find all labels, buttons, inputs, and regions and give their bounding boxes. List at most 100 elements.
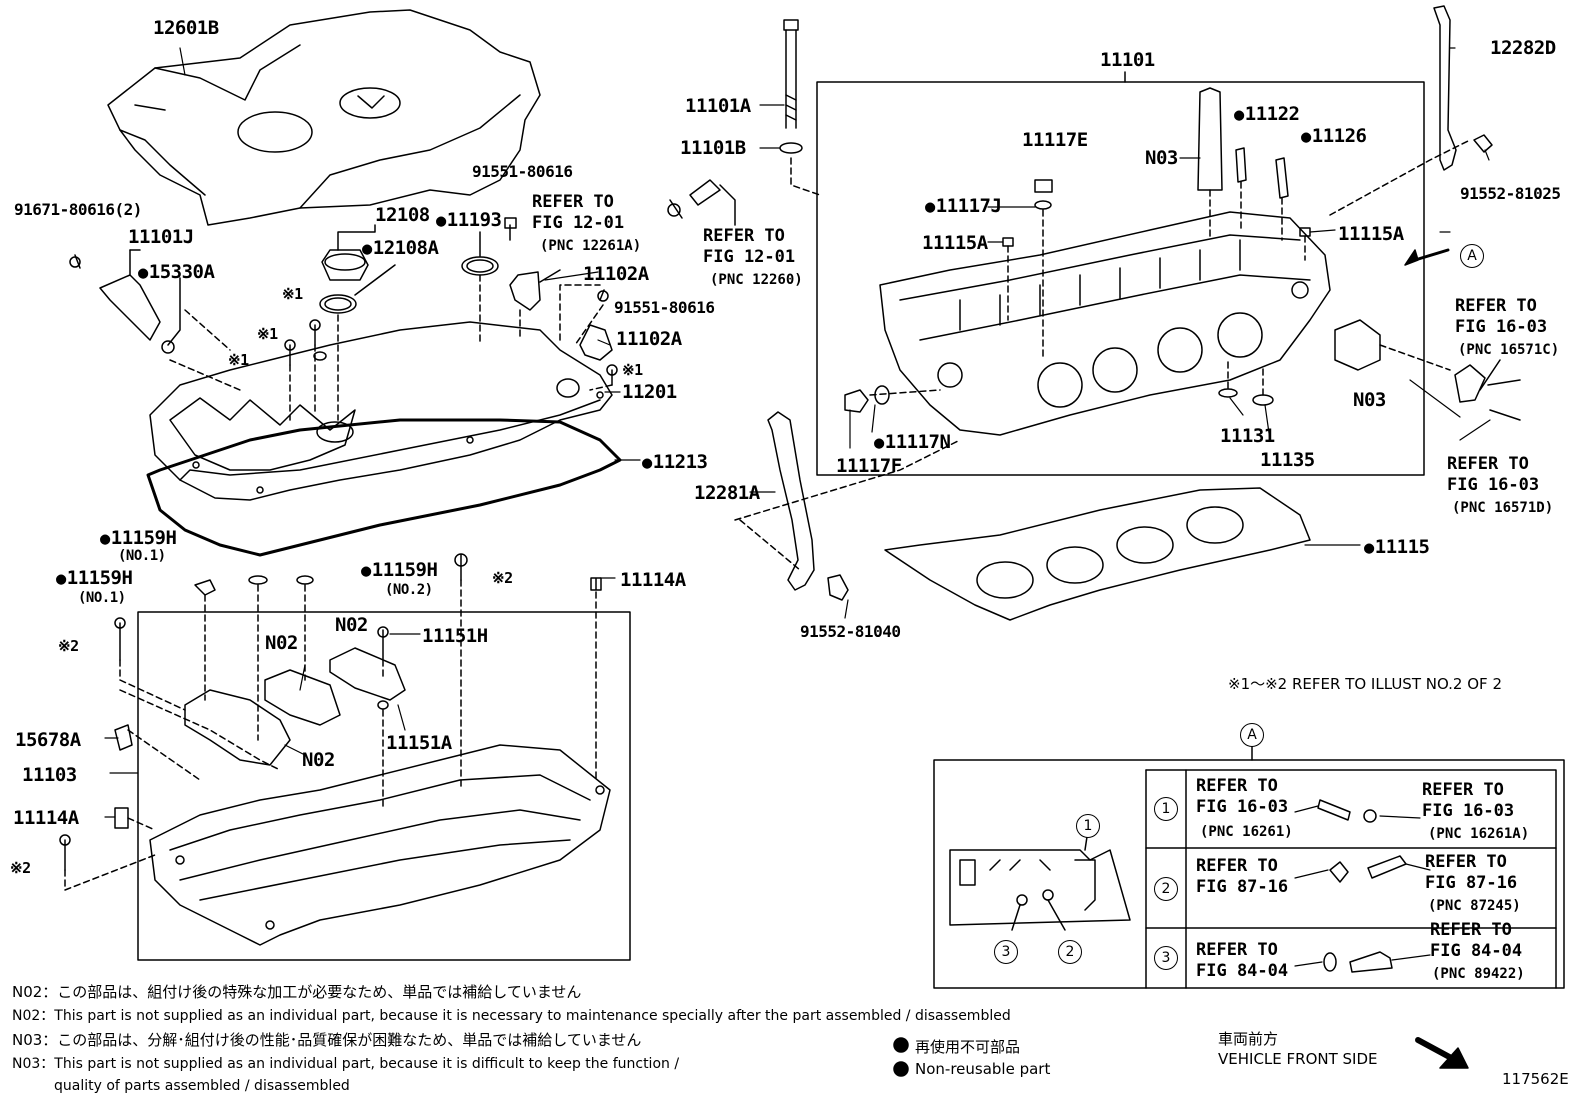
label-n02-3: N02 [302,749,335,771]
front-side-jp: 車両前方 [1218,1030,1279,1048]
label-11213: 11213 [642,452,708,473]
detail-row-3-left: REFER TO FIG 84-04 [1196,940,1289,981]
label-11159H-1: 11159H [100,528,177,549]
label-no1-b: (NO.1) [78,590,126,606]
detail-row-3-right-pnc: (PNC 89422) [1432,966,1525,982]
label-x1-a: ※1 [282,285,303,303]
label-11114A-2: 11114A [13,807,79,829]
detail-row-1-right: REFER TO FIG 16-03 [1422,780,1515,821]
label-x1-b: ※1 [257,325,278,343]
label-91551-80616-a: 91551-80616 [472,162,573,181]
label-x1-d: ※1 [622,361,643,379]
refer-fig-16-03-c: REFER TO FIG 16-03 [1455,296,1548,337]
detail-callout-1: 1 [1076,814,1100,838]
detail-row-1-right-pnc: (PNC 16261A) [1428,826,1530,842]
refer-pnc-12261A: (PNC 12261A) [540,238,642,254]
label-12281A: 12281A [694,482,760,504]
label-12601B: 12601B [153,17,219,39]
label-91552-81040: 91552-81040 [800,622,901,641]
label-11117F: 11117F [836,455,902,477]
label-11114A-1: 11114A [620,569,686,591]
label-11101: 11101 [1100,49,1155,71]
label-11122: 11122 [1234,104,1300,125]
solenoid-bolt-drawing [69,249,181,354]
label-91551-80616-b: 91551-80616 [614,298,715,317]
detail-callout-3: 3 [994,940,1018,964]
label-n02-1: N02 [265,632,298,654]
label-15330A: 15330A [138,262,215,283]
refer-pnc-16571C: (PNC 16571C) [1458,342,1560,358]
refer-fig-12-01-b: REFER TO FIG 12-01 [703,226,796,267]
gasket-drawing [146,418,622,557]
label-11117N: 11117N [874,432,951,453]
label-11101B: 11101B [680,137,746,159]
label-12282D: 12282D [1490,37,1556,59]
label-n03-1: N03 [1145,147,1178,169]
label-11115A-2: 11115A [1338,223,1404,245]
note-n03-jp: N03：この部品は、分解･組付け後の性能･品質確保が困難なため、単品では補給して… [12,1031,642,1049]
label-11115A-1: 11115A [922,232,988,254]
note-n02-jp: N02：この部品は、組付け後の特殊な加工が必要なため、単品では補給していません [12,983,582,1001]
label-11117J: 11117J [925,196,1002,217]
refer-fig-12-01-a: REFER TO FIG 12-01 [532,192,625,233]
label-12108A: 12108A [362,238,439,259]
cylinder-head-drawing [879,211,1331,436]
head-cover-drawing [149,321,613,501]
label-x1-c: ※1 [228,351,249,369]
refer-fig-16-03-d: REFER TO FIG 16-03 [1447,454,1540,495]
oil-cap-drawing [319,224,396,314]
detail-row-num-3: 3 [1154,946,1178,970]
detail-callout-2: 2 [1058,940,1082,964]
label-11102A-2: 11102A [616,328,682,350]
figure-id: 117562E [1502,1070,1569,1088]
label-11159H-3: 11159H [361,560,438,581]
detail-box [933,759,1565,989]
bearing-caps-drawing [184,647,406,766]
label-no2: (NO.2) [385,582,433,598]
detail-row-num-1: 1 [1154,797,1178,821]
note-n02-en: N02：This part is not supplied as an indi… [12,1008,1011,1024]
label-11159H-2: 11159H [56,568,133,589]
bracket-12281A-drawing [767,411,849,601]
label-91671-80616: 91671-80616(2) [14,200,142,219]
detail-row-2-left: REFER TO FIG 87-16 [1196,856,1289,897]
label-15678A: 15678A [15,729,81,751]
illust-note: ※1～※2 REFER TO ILLUST NO.2 OF 2 [1228,675,1502,693]
note-n03-en-2: quality of parts assembled / disassemble… [54,1078,350,1094]
note-n03-en-1: N03：This part is not supplied as an indi… [12,1056,680,1072]
label-x2-a: ※2 [492,569,513,587]
label-11101J: 11101J [128,226,194,248]
head-gasket-drawing [884,487,1311,621]
detail-row-2-right: REFER TO FIG 87-16 [1425,852,1518,893]
detail-row-1-left: REFER TO FIG 16-03 [1196,776,1289,817]
label-12108: 12108 [375,204,430,226]
label-11151A: 11151A [386,732,452,754]
label-11135: 11135 [1260,449,1315,471]
label-11193: 11193 [436,210,502,231]
label-11103: 11103 [22,764,77,786]
cam-housing-drawing [149,744,611,946]
callout-circle-a-2: A [1240,723,1264,747]
label-11151H: 11151H [422,625,488,647]
detail-row-2-right-pnc: (PNC 87245) [1428,898,1521,914]
label-11115: 11115 [1364,537,1430,558]
cylinder-head-box [816,81,1425,476]
label-11126: 11126 [1301,126,1367,147]
refer-pnc-12260: (PNC 12260) [710,272,803,288]
callout-circle-a-1: A [1460,244,1484,268]
engine-cover-drawing [107,9,541,226]
label-11102A-1: 11102A [583,263,649,285]
detail-row-num-2: 2 [1154,877,1178,901]
label-n02-2: N02 [335,614,368,636]
bracket-12282D-drawing [1433,5,1493,171]
label-11117E: 11117E [1022,129,1088,151]
label-x2-c: ※2 [10,859,31,877]
refer-pnc-16571D: (PNC 16571D) [1452,500,1554,516]
label-x2-b: ※2 [58,637,79,655]
head-bolt-drawing [779,19,803,154]
legend-non-reusable-en: Non-reusable part [915,1060,1051,1078]
label-91552-81025: 91552-81025 [1460,184,1561,203]
label-n03-2: N03 [1353,389,1386,411]
